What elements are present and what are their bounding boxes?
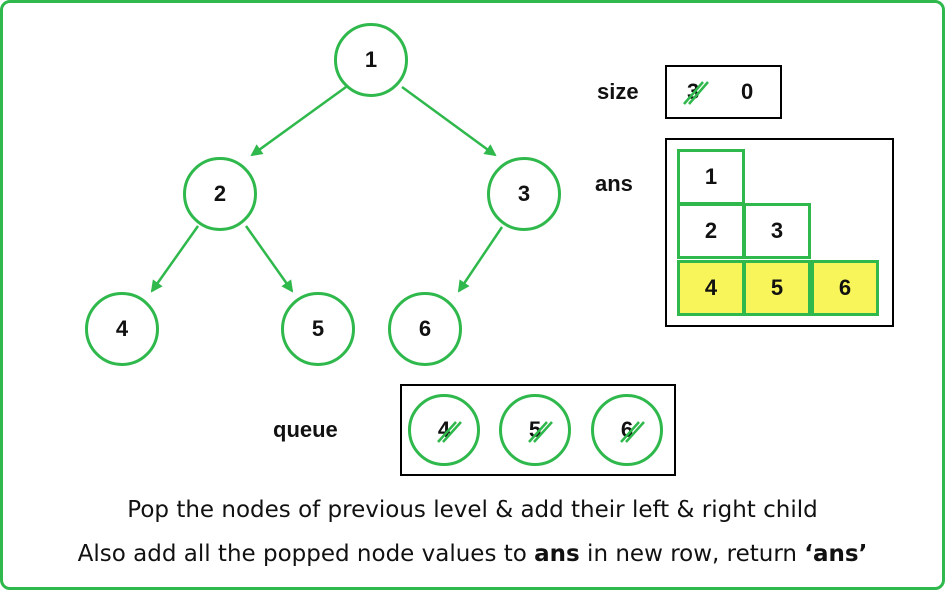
tree-node-1: 1 — [334, 23, 408, 97]
caption-line-2: Also add all the popped node values to a… — [3, 541, 942, 567]
tree-node-label: 3 — [517, 181, 531, 206]
queue-label: queue — [273, 417, 338, 442]
edge-3-6 — [457, 226, 504, 293]
caption-bold-return: ‘ans’ — [804, 541, 868, 567]
queue-item: 6 — [591, 394, 663, 466]
caption-bold-ans: ans — [534, 541, 580, 567]
tree-node-5: 5 — [281, 292, 355, 366]
tree-node-label: 1 — [364, 47, 378, 72]
strikethrough-mark — [620, 421, 645, 443]
queue-box: 4 5 6 — [400, 384, 676, 476]
ans-cell-highlighted: 6 — [811, 260, 879, 316]
ans-cell: 3 — [743, 203, 811, 259]
size-new-value: 0 — [741, 79, 754, 104]
ans-box: 1 2 3 4 5 6 — [665, 138, 894, 327]
ans-cell: 2 — [677, 203, 745, 259]
strikethrough-mark — [437, 421, 462, 443]
queue-item: 4 — [408, 394, 480, 466]
size-label: size — [597, 79, 639, 104]
edge-2-5 — [244, 225, 294, 293]
tree-node-2: 2 — [183, 157, 257, 231]
tree-node-6: 6 — [388, 292, 462, 366]
ans-cell-highlighted: 5 — [743, 260, 811, 316]
ans-label: ans — [595, 171, 633, 196]
tree-edges — [150, 85, 504, 293]
ans-cell-highlighted: 4 — [677, 260, 745, 316]
caption-line-1: Pop the nodes of previous level & add th… — [127, 497, 818, 523]
strikethrough-mark — [528, 421, 553, 443]
strikethrough-mark — [683, 81, 709, 105]
size-box: 3 0 — [665, 65, 782, 119]
tree-node-label: 2 — [213, 181, 227, 206]
queue-item: 5 — [499, 394, 571, 466]
tree-node-3: 3 — [487, 157, 561, 231]
edge-1-2 — [250, 85, 347, 157]
ans-cell: 1 — [677, 149, 745, 205]
tree-node-label: 4 — [115, 316, 129, 341]
caption-text: in new row, return — [579, 541, 805, 567]
caption-text: Also add all the popped node values to — [77, 541, 535, 567]
tree-node-label: 6 — [418, 316, 432, 341]
tree-node-label: 5 — [311, 316, 325, 341]
edge-1-3 — [401, 85, 497, 157]
tree-node-4: 4 — [85, 292, 159, 366]
edge-2-4 — [150, 225, 200, 293]
